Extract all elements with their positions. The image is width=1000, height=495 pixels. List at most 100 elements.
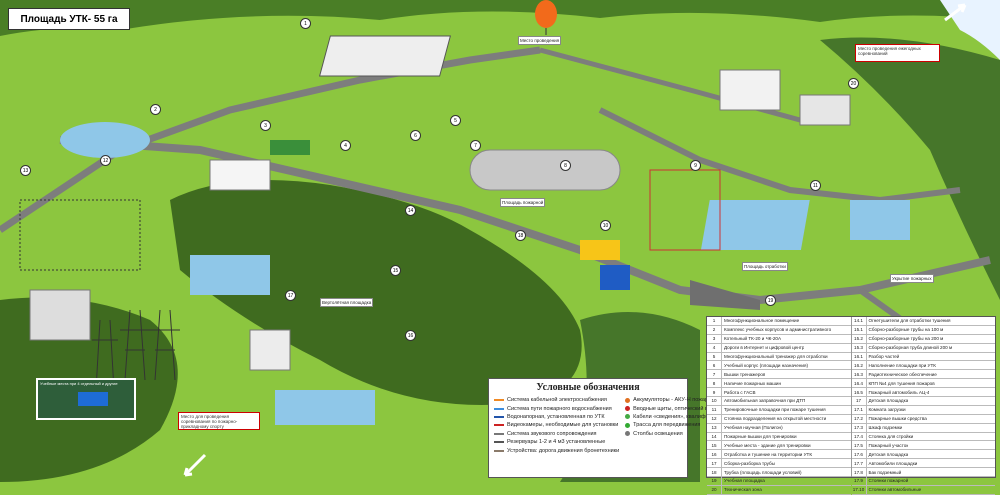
legend-item-label: Устройства: дорога движения бронетехники (507, 447, 620, 454)
table-row-text: Учебные места - здание для тренировки (724, 442, 811, 448)
table-row-text: Автомобили площадки (868, 460, 918, 466)
hangar (469, 149, 621, 191)
table-row-text: Сборка-разборка трубы (724, 460, 775, 466)
tunnel-label: Укрытие пожарных (890, 274, 934, 283)
map-marker[interactable]: 19 (765, 295, 776, 306)
forest-center (170, 180, 582, 405)
map-marker[interactable]: 8 (560, 160, 571, 171)
pool-east-2 (850, 200, 910, 240)
top-note: Место проведения ежегодных соревнований (855, 44, 940, 62)
table-row-number: 19 (707, 477, 722, 485)
map-marker[interactable]: 14 (405, 205, 416, 216)
table-row-number: 14.1 (852, 317, 867, 325)
map-marker[interactable]: 2 (150, 104, 161, 115)
table-row-number: 17 (852, 397, 867, 405)
table-row-number: 16.2 (852, 361, 867, 370)
table-row-text: Работа с ГАСВ (724, 389, 756, 395)
legend-swatch (494, 449, 504, 452)
table-row-number: 17.1 (852, 405, 867, 414)
table-row-text: Пожарные вышки для тренировки (724, 434, 797, 440)
legend-item: Система кабельной электроснабжения (494, 396, 619, 404)
legend: Условные обозначения Система кабельной э… (488, 378, 733, 478)
forest-top (0, 0, 1000, 36)
table-row-text: Пожарные вышки средства (868, 416, 927, 422)
map-marker[interactable]: 17 (285, 290, 296, 301)
table-row-number: 15.2 (852, 334, 867, 343)
power-lines (92, 309, 180, 391)
table-row-text: Учебный корпус (площади назначения) (724, 362, 808, 368)
table-row-number: 6 (707, 361, 722, 370)
inset-photo-caption: Учебные места при 4 отдельный и другие (40, 381, 118, 386)
map-marker[interactable]: 9 (690, 160, 701, 171)
legend-swatch (494, 424, 504, 427)
map-marker[interactable]: 13 (20, 165, 31, 176)
map-marker[interactable]: 6 (410, 130, 421, 141)
hangar-label: Площадь пожарной (500, 198, 546, 207)
table-row-text: Наличие пожарных машин (724, 380, 781, 386)
bottom-note: Место для проведения соревнования по пож… (178, 412, 260, 430)
table-row-text: Техническая зона (724, 487, 762, 493)
table-row-text: Сборно-разборная труба длиной 200 м (868, 345, 953, 351)
table-row-text: Сборно-разборные трубы на 100 м (868, 327, 944, 333)
parade-ground (319, 35, 451, 77)
table-row-text: Вышки тренажеров (724, 371, 766, 377)
map-marker[interactable]: 4 (340, 140, 351, 151)
arrow-south-icon (183, 453, 207, 477)
pool-left (60, 122, 150, 158)
map-marker[interactable]: 5 (450, 115, 461, 126)
map-marker[interactable]: 3 (260, 120, 271, 131)
table-row-number: 16.1 (852, 352, 867, 361)
legend-item-label: Видеокамеры, необходимые для установки (507, 422, 619, 429)
table-row-text: Радиотехническое обеспечение (868, 371, 937, 377)
table-row-number: 17.6 (852, 450, 867, 459)
map-marker[interactable]: 15 (390, 265, 401, 276)
table-row-number: 8 (707, 379, 722, 388)
map-marker[interactable]: 20 (848, 78, 859, 89)
table-row-text: Шкаф подземки (868, 425, 903, 431)
table-row-text: Комплекс учебных корпусов и администрати… (724, 327, 832, 333)
map-marker[interactable]: 16 (405, 330, 416, 341)
parking (690, 280, 760, 310)
table-row-text: Котельный ТК-20 и ЧК-20А (724, 336, 782, 342)
table-row-number: 17.3 (852, 423, 867, 432)
legend-swatch (494, 432, 504, 435)
building-blue (600, 265, 630, 290)
table-row-text: Стоянки пожарной (868, 478, 909, 484)
building-admin (719, 69, 781, 111)
table-row-text: Дороги в Интернет и цифровой центр (724, 345, 805, 351)
legend-item: Трасса для передвижения (625, 421, 733, 429)
legend-item-label: Кабели «сведения», квалификация (633, 413, 724, 420)
map-marker[interactable]: 10 (600, 220, 611, 231)
table-row-number: 11 (707, 405, 722, 414)
table-row-number: 12 (707, 414, 722, 423)
table-row-number: 4 (707, 343, 722, 352)
table-row-number: 1 (707, 317, 722, 325)
map-marker[interactable]: 1 (300, 18, 311, 29)
table-row-text: Детская площадка (868, 398, 909, 404)
map-marker[interactable]: 7 (470, 140, 481, 151)
map-marker[interactable]: 18 (515, 230, 526, 241)
map-marker[interactable]: 11 (810, 180, 821, 191)
legend-swatch (494, 415, 504, 418)
map-marker[interactable]: 12 (100, 155, 111, 166)
map-title: Площадь УТК- 55 га (8, 8, 130, 30)
table-row-text: Огнетушители для отработки тушения (868, 318, 951, 324)
table-row-number: 7 (707, 370, 722, 379)
